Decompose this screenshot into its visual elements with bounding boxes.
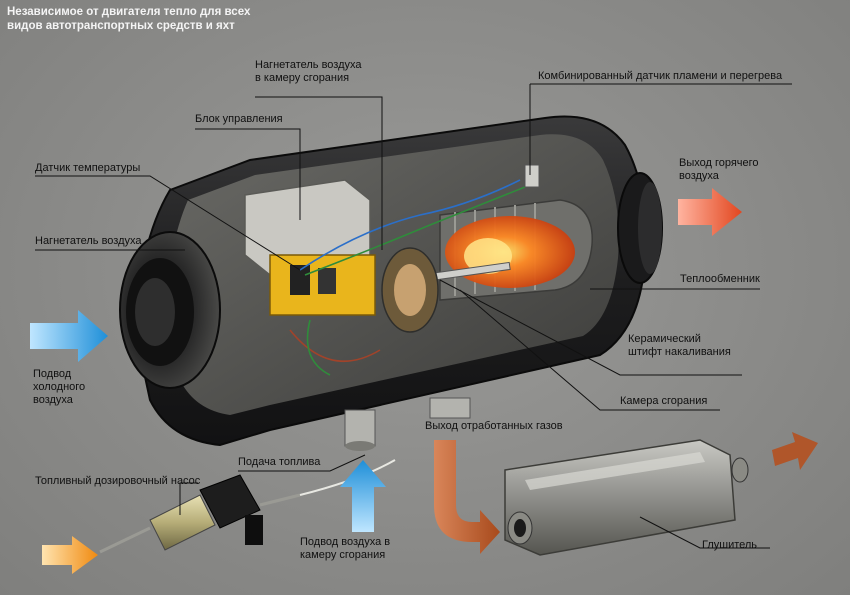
air-blower bbox=[119, 231, 221, 389]
label-glow-pin-line-1: Керамический bbox=[628, 333, 701, 345]
cold-air-arrow bbox=[30, 310, 108, 362]
label-cold-air-in: Подвод холодного воздуха bbox=[33, 368, 85, 407]
label-flame-sensor: Комбинированный датчик пламени и перегре… bbox=[538, 70, 783, 82]
label-hot-air-out-line-1: Выход горячего bbox=[679, 157, 759, 169]
hot-air-outlet bbox=[617, 172, 663, 284]
combustion-air-arrow bbox=[340, 460, 386, 532]
combustion-air-blower bbox=[381, 247, 439, 333]
label-glow-pin: Керамический штифт накаливания bbox=[628, 333, 731, 359]
label-combustion-chamber: Камера сгорания bbox=[620, 395, 708, 407]
title-line-1: Независимое от двигателя тепло для всех bbox=[7, 6, 251, 18]
label-temp-sensor: Датчик температуры bbox=[35, 162, 141, 174]
label-cold-air-in-line-3: воздуха bbox=[33, 394, 73, 406]
fuel-arrow bbox=[42, 536, 98, 574]
heater-ports bbox=[344, 397, 471, 451]
hot-air-arrow bbox=[678, 188, 742, 236]
label-hot-air-out-line-2: воздуха bbox=[679, 170, 719, 182]
label-combustion-blower-line-2: в камеру сгорания bbox=[255, 72, 350, 84]
label-fuel-supply: Подача топлива bbox=[238, 456, 321, 468]
label-hot-air-out: Выход горячего воздуха bbox=[679, 157, 759, 183]
combustion-chamber bbox=[445, 216, 575, 288]
label-muffler: Глушитель bbox=[702, 539, 758, 551]
label-glow-pin-line-2: штифт накаливания bbox=[628, 346, 731, 358]
title-line-2: видов автотранспортных средств и яхт bbox=[7, 20, 235, 32]
label-cold-air-in-line-1: Подвод bbox=[33, 368, 72, 380]
muffler-exit-arrow bbox=[772, 432, 818, 470]
label-exhaust-out: Выход отработанных газов bbox=[425, 420, 563, 432]
page-title: Независимое от двигателя тепло для всех … bbox=[7, 5, 250, 33]
label-combustion-air-in: Подвод воздуха в камеру сгорания bbox=[300, 536, 390, 562]
muffler bbox=[504, 439, 749, 556]
wiring bbox=[289, 179, 531, 376]
flame-sensor bbox=[524, 164, 540, 188]
control-unit bbox=[244, 179, 376, 316]
leader-lines bbox=[35, 83, 792, 549]
label-combustion-blower-line-1: Нагнетатель воздуха bbox=[255, 59, 362, 71]
label-combustion-air-in-line-1: Подвод воздуха в bbox=[300, 536, 391, 548]
exhaust-arrow bbox=[434, 440, 500, 554]
label-combustion-air-in-line-2: камеру сгорания bbox=[300, 549, 386, 561]
label-combustion-blower: Нагнетатель воздуха в камеру сгорания bbox=[255, 59, 362, 85]
label-air-blower: Нагнетатель воздуха bbox=[35, 235, 142, 247]
label-control-unit: Блок управления bbox=[195, 113, 283, 125]
label-cold-air-in-line-2: холодного bbox=[33, 381, 86, 393]
label-heat-exchanger: Теплообменник bbox=[680, 273, 760, 285]
label-fuel-pump: Топливный дозировочный насос bbox=[35, 475, 201, 487]
